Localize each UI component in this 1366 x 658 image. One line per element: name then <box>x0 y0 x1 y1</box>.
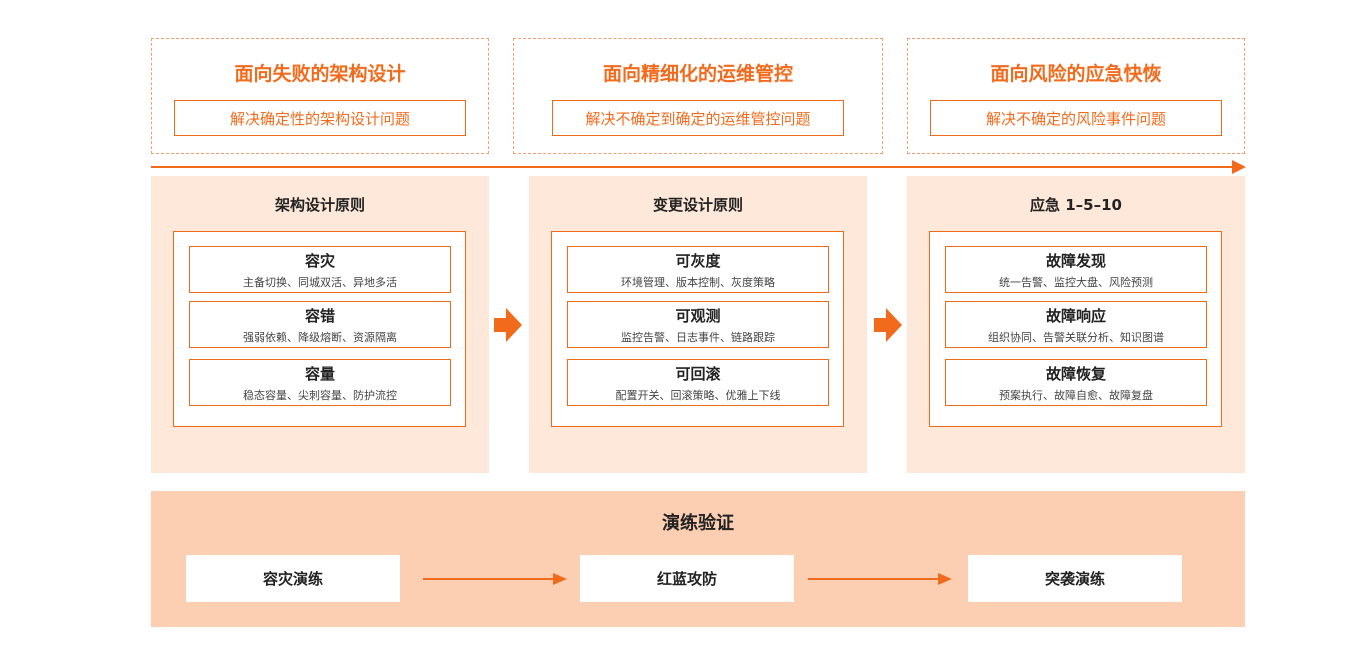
panel-title: 应急 1–5–10 <box>1030 196 1122 214</box>
timeline-arrow <box>151 160 1246 174</box>
arrow-icon <box>423 573 567 585</box>
drill-step-2: 红蓝攻防 <box>580 555 794 602</box>
panel-emergency: 应急 1–5–10 故障发现 统一告警、监控大盘、风险预测 故障响应 组织协同、… <box>907 176 1245 473</box>
top-box-3: 面向风险的应急快恢 解决不确定的风险事件问题 <box>907 38 1245 154</box>
item-capacity: 容量 稳态容量、尖刺容量、防护流控 <box>189 359 451 406</box>
item-observability: 可观测 监控告警、日志事件、链路跟踪 <box>567 301 829 348</box>
right-arrow-icon <box>494 308 522 342</box>
item-fault-recovery: 故障恢复 预案执行、故障自愈、故障复盘 <box>945 359 1207 406</box>
item-name: 可灰度 <box>675 252 721 270</box>
item-desc: 配置开关、回滚策略、优雅上下线 <box>615 389 781 402</box>
top-sub-1: 解决确定性的架构设计问题 <box>174 100 466 136</box>
panel-title: 架构设计原则 <box>274 196 365 214</box>
item-desc: 统一告警、监控大盘、风险预测 <box>999 276 1153 289</box>
top-title-1: 面向失败的架构设计 <box>234 63 406 85</box>
item-name: 故障响应 <box>1045 307 1106 325</box>
panel-inner: 可灰度 环境管理、版本控制、灰度策略 可观测 监控告警、日志事件、链路跟踪 可回… <box>551 231 844 427</box>
item-name: 可回滚 <box>675 365 721 383</box>
item-name: 容量 <box>304 365 335 383</box>
right-arrow-icon <box>874 308 902 342</box>
item-gray-release: 可灰度 环境管理、版本控制、灰度策略 <box>567 246 829 293</box>
top-sub-2: 解决不确定到确定的运维管控问题 <box>552 100 844 136</box>
drill-step-1: 容灾演练 <box>186 555 400 602</box>
item-fault-response: 故障响应 组织协同、告警关联分析、知识图谱 <box>945 301 1207 348</box>
panel-architecture: 架构设计原则 容灾 主备切换、同城双活、异地多活 容错 强弱依赖、降级熔断、资源… <box>151 176 489 473</box>
item-desc: 环境管理、版本控制、灰度策略 <box>621 276 775 289</box>
item-name: 容灾 <box>304 252 335 270</box>
top-sub-3: 解决不确定的风险事件问题 <box>930 100 1222 136</box>
top-title-2: 面向精细化的运维管控 <box>602 63 793 85</box>
drill-step-3: 突袭演练 <box>968 555 1182 602</box>
item-fault-discovery: 故障发现 统一告警、监控大盘、风险预测 <box>945 246 1207 293</box>
top-box-2: 面向精细化的运维管控 解决不确定到确定的运维管控问题 <box>513 38 883 154</box>
item-name: 可观测 <box>675 307 721 325</box>
drill-title: 演练验证 <box>662 513 734 534</box>
item-desc: 组织协同、告警关联分析、知识图谱 <box>988 331 1164 344</box>
drill-section: 演练验证 容灾演练 红蓝攻防 突袭演练 <box>151 491 1245 627</box>
item-name: 故障恢复 <box>1045 365 1106 383</box>
top-box-1: 面向失败的架构设计 解决确定性的架构设计问题 <box>151 38 489 154</box>
top-title-3: 面向风险的应急快恢 <box>990 63 1162 85</box>
item-desc: 强弱依赖、降级熔断、资源隔离 <box>243 331 397 344</box>
item-desc: 稳态容量、尖刺容量、防护流控 <box>243 389 397 402</box>
item-desc: 主备切换、同城双活、异地多活 <box>243 276 397 289</box>
item-fault-tolerance: 容错 强弱依赖、降级熔断、资源隔离 <box>189 301 451 348</box>
item-desc: 监控告警、日志事件、链路跟踪 <box>621 331 775 344</box>
panel-title: 变更设计原则 <box>652 196 743 214</box>
panel-inner: 故障发现 统一告警、监控大盘、风险预测 故障响应 组织协同、告警关联分析、知识图… <box>929 231 1222 427</box>
item-disaster-tolerance: 容灾 主备切换、同城双活、异地多活 <box>189 246 451 293</box>
item-desc: 预案执行、故障自愈、故障复盘 <box>999 389 1153 402</box>
item-name: 故障发现 <box>1045 252 1106 270</box>
item-rollback: 可回滚 配置开关、回滚策略、优雅上下线 <box>567 359 829 406</box>
arrow-icon <box>808 573 952 585</box>
panel-inner: 容灾 主备切换、同城双活、异地多活 容错 强弱依赖、降级熔断、资源隔离 容量 稳… <box>173 231 466 427</box>
panel-change: 变更设计原则 可灰度 环境管理、版本控制、灰度策略 可观测 监控告警、日志事件、… <box>529 176 867 473</box>
item-name: 容错 <box>304 307 335 325</box>
